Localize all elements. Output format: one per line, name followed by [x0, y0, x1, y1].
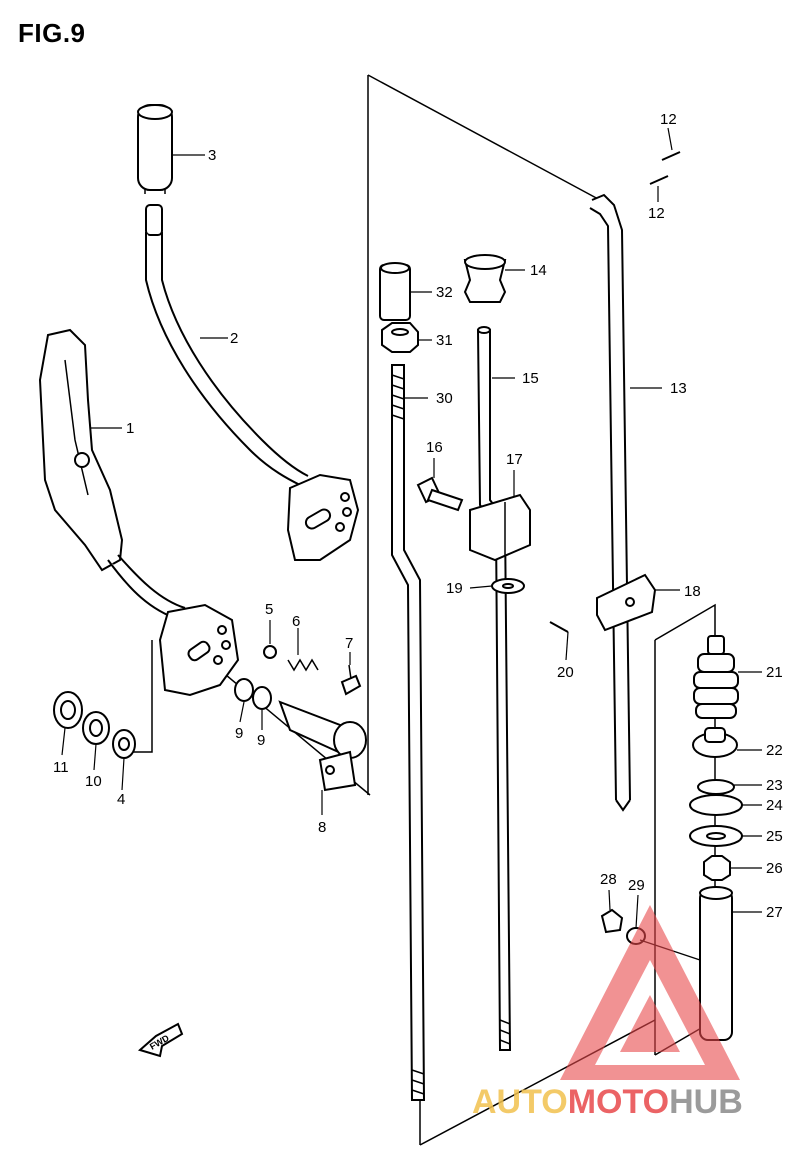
part-1-lever-bracket — [38, 328, 240, 697]
part-3-grip — [137, 104, 173, 194]
parts-5-6-7-detent — [263, 645, 362, 696]
part-14-grommet — [463, 254, 507, 303]
callout-29: 29 — [628, 877, 645, 894]
callout-1: 1 — [126, 420, 134, 437]
callout-3: 3 — [208, 147, 216, 164]
parts-4-10-11-fasteners — [53, 691, 136, 759]
parts-31-32 — [379, 262, 419, 353]
callout-32: 32 — [436, 284, 453, 301]
part-8-shaft — [234, 678, 367, 792]
part-2-shift-rod — [145, 204, 360, 561]
callout-15: 15 — [522, 370, 539, 387]
callout-18: 18 — [684, 583, 701, 600]
callout-6: 6 — [292, 613, 300, 630]
callout-16: 16 — [426, 439, 443, 456]
callout-8: 8 — [318, 819, 326, 836]
callout-20: 20 — [557, 664, 574, 681]
part-15-rod — [476, 326, 512, 1051]
callout-2: 2 — [230, 330, 238, 347]
callout-12b: 12 — [648, 205, 665, 222]
callout-11: 11 — [53, 759, 69, 776]
watermark-triangle-icon — [560, 905, 740, 1080]
part-13-long-rod — [589, 193, 631, 812]
callout-26: 26 — [766, 860, 783, 877]
leader-lines — [61, 127, 762, 929]
callout-25: 25 — [766, 828, 783, 845]
figure-title: FIG.9 — [18, 18, 86, 48]
watermark-text: AUTOMOTOHUB — [472, 1083, 743, 1121]
part-12-clips — [649, 151, 681, 185]
callout-10: 10 — [85, 773, 102, 790]
callout-19: 19 — [446, 580, 463, 597]
callout-31: 31 — [436, 332, 453, 349]
callout-22: 22 — [766, 742, 783, 759]
part-17-clamp — [469, 493, 531, 562]
callout-23: 23 — [766, 777, 783, 794]
fwd-arrow-icon: FWD — [137, 1022, 184, 1058]
callout-9a: 9 — [235, 725, 243, 742]
callout-9b: 9 — [257, 732, 265, 749]
callout-14: 14 — [530, 262, 547, 279]
callout-30: 30 — [436, 390, 453, 407]
callout-27: 27 — [766, 904, 783, 921]
parts-21-27-stack — [689, 635, 743, 1041]
part-16-bolt — [416, 476, 464, 512]
callout-12a: 12 — [660, 111, 677, 128]
part-30-stud — [391, 364, 426, 1101]
callout-24: 24 — [766, 797, 783, 814]
callout-13: 13 — [670, 380, 687, 397]
callout-7: 7 — [345, 635, 353, 652]
callout-5: 5 — [265, 601, 273, 618]
callout-21: 21 — [766, 664, 783, 681]
callout-28: 28 — [600, 871, 617, 888]
callout-labels: 3 2 1 4 5 6 7 8 9 9 10 11 12 12 13 14 15… — [53, 111, 783, 921]
part-18-clamp — [596, 573, 657, 632]
watermark-logo: AUTOMOTOHUB — [472, 905, 743, 1121]
callout-17: 17 — [506, 451, 523, 468]
callout-4: 4 — [117, 791, 125, 808]
